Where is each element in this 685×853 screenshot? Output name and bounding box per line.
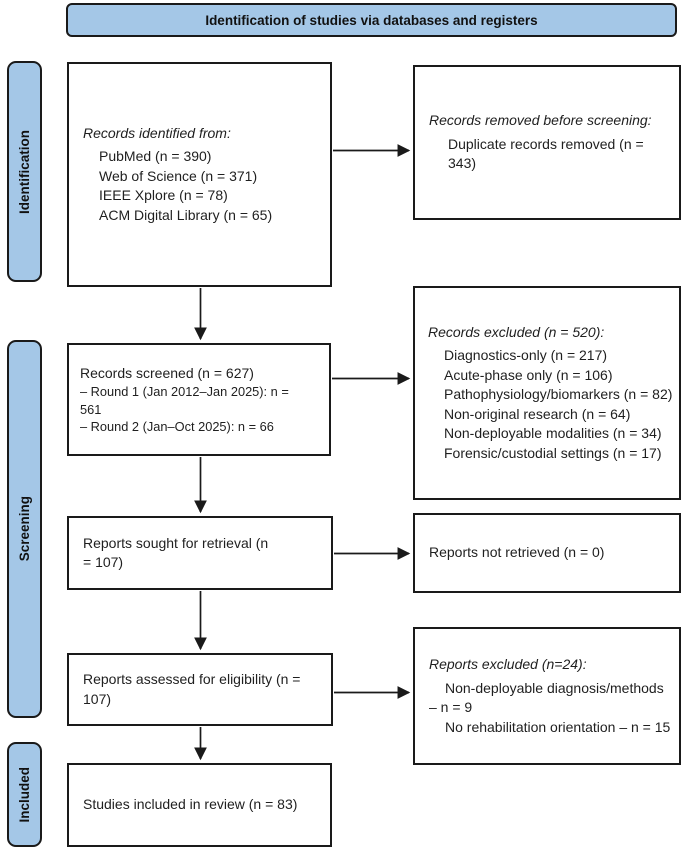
box-records-identified: Records identified from: PubMed (n = 390…: [67, 62, 332, 287]
box-records-removed: Records removed before screening: Duplic…: [413, 65, 681, 220]
stage-label-included: Included: [7, 742, 42, 847]
reports-assessed-title: Reports assessed for eligibility (n = 10…: [83, 671, 301, 707]
screening-round-detail: – Round 1 (Jan 2012–Jan 2025): n = 561: [80, 384, 289, 417]
stage-label-identification-text: Identification: [17, 129, 32, 214]
banner: Identification of studies via databases …: [66, 3, 677, 37]
exclusion-reason: Pathophysiology/biomarkers (n = 82): [444, 386, 673, 403]
report-exclusion-reason: No rehabilitation orientation – n = 15: [445, 718, 671, 735]
exclusion-reason: Diagnostics-only (n = 217): [444, 347, 608, 364]
studies-included-title: Studies included in review (n = 83): [83, 796, 298, 813]
box-records-screened: Records screened (n = 627) – Round 1 (Ja…: [67, 343, 331, 456]
box-reports-excluded: Reports excluded (n=24): Non-deployable …: [413, 627, 681, 765]
reports-excluded-heading: Reports excluded (n=24):: [429, 656, 587, 672]
removal-reason: Duplicate records removed (n = 343): [448, 135, 644, 172]
reports-sought-title: Reports sought for retrieval (n = 107): [83, 534, 269, 571]
records-excluded-heading: Records excluded (n = 520):: [428, 323, 605, 340]
box-reports-sought: Reports sought for retrieval (n = 107): [67, 516, 333, 590]
records-identified-heading: Records identified from:: [83, 124, 231, 141]
stage-label-included-text: Included: [17, 766, 32, 823]
database-count: ACM Digital Library (n = 65): [99, 206, 273, 223]
stage-label-identification: Identification: [7, 61, 42, 282]
database-count: PubMed (n = 390): [99, 148, 212, 165]
exclusion-reason: Non-original research (n = 64): [444, 405, 631, 422]
box-studies-included: Studies included in review (n = 83): [67, 763, 332, 847]
records-screened-title: Records screened (n = 627): [80, 364, 254, 381]
report-exclusion-reason: Non-deployable diagnosis/methods – n = 9: [429, 679, 664, 716]
screening-round-detail: – Round 2 (Jan–Oct 2025): n = 66: [80, 419, 274, 434]
database-count: Web of Science (n = 371): [99, 167, 258, 184]
reports-not-retrieved-title: Reports not retrieved (n = 0): [429, 544, 605, 561]
box-records-excluded: Records excluded (n = 520): Diagnostics-…: [413, 286, 681, 500]
banner-title: Identification of studies via databases …: [205, 12, 538, 28]
exclusion-reason: Acute-phase only (n = 106): [444, 366, 613, 383]
exclusion-reason: Forensic/custodial settings (n = 17): [444, 444, 662, 461]
box-reports-not-retrieved: Reports not retrieved (n = 0): [413, 513, 681, 593]
box-reports-assessed: Reports assessed for eligibility (n = 10…: [67, 653, 333, 726]
stage-label-screening: Screening: [7, 340, 42, 718]
database-count: IEEE Xplore (n = 78): [99, 187, 228, 204]
stage-label-screening-text: Screening: [17, 496, 32, 562]
exclusion-reason: Non-deployable modalities (n = 34): [444, 425, 662, 442]
records-removed-heading: Records removed before screening:: [429, 112, 652, 129]
